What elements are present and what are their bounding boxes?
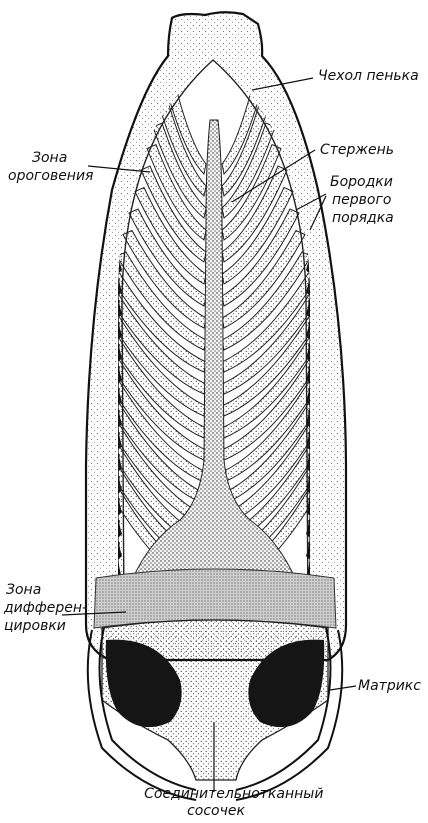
label-differentiation-zone: Зона дифферен- цировки xyxy=(3,582,92,634)
label-matrix: Матрикс xyxy=(358,678,421,694)
label-diff-line1: Зона xyxy=(6,582,41,598)
label-barbs-line3: порядка xyxy=(332,210,394,226)
label-keratin-zone: Зона ороговения xyxy=(8,150,93,184)
differentiation-zone xyxy=(94,569,336,628)
label-keratin-zone-line2: ороговения xyxy=(8,168,93,184)
label-diff-line2: дифферен- xyxy=(3,600,87,616)
label-barbs-line1: Бородки xyxy=(330,174,393,190)
label-shaft: Стержень xyxy=(320,142,394,158)
label-papilla: Соединительнотканный сосочек xyxy=(144,786,328,819)
label-first-order-barbs: Бородки первого порядка xyxy=(330,174,397,226)
label-diff-line3: цировки xyxy=(4,618,66,634)
label-papilla-line1: Соединительнотканный xyxy=(144,786,323,802)
label-keratin-zone-line1: Зона xyxy=(32,150,67,166)
label-sheath: Чехол пенька xyxy=(318,68,419,84)
label-papilla-line2: сосочек xyxy=(187,803,245,819)
label-barbs-line2: первого xyxy=(332,192,391,208)
